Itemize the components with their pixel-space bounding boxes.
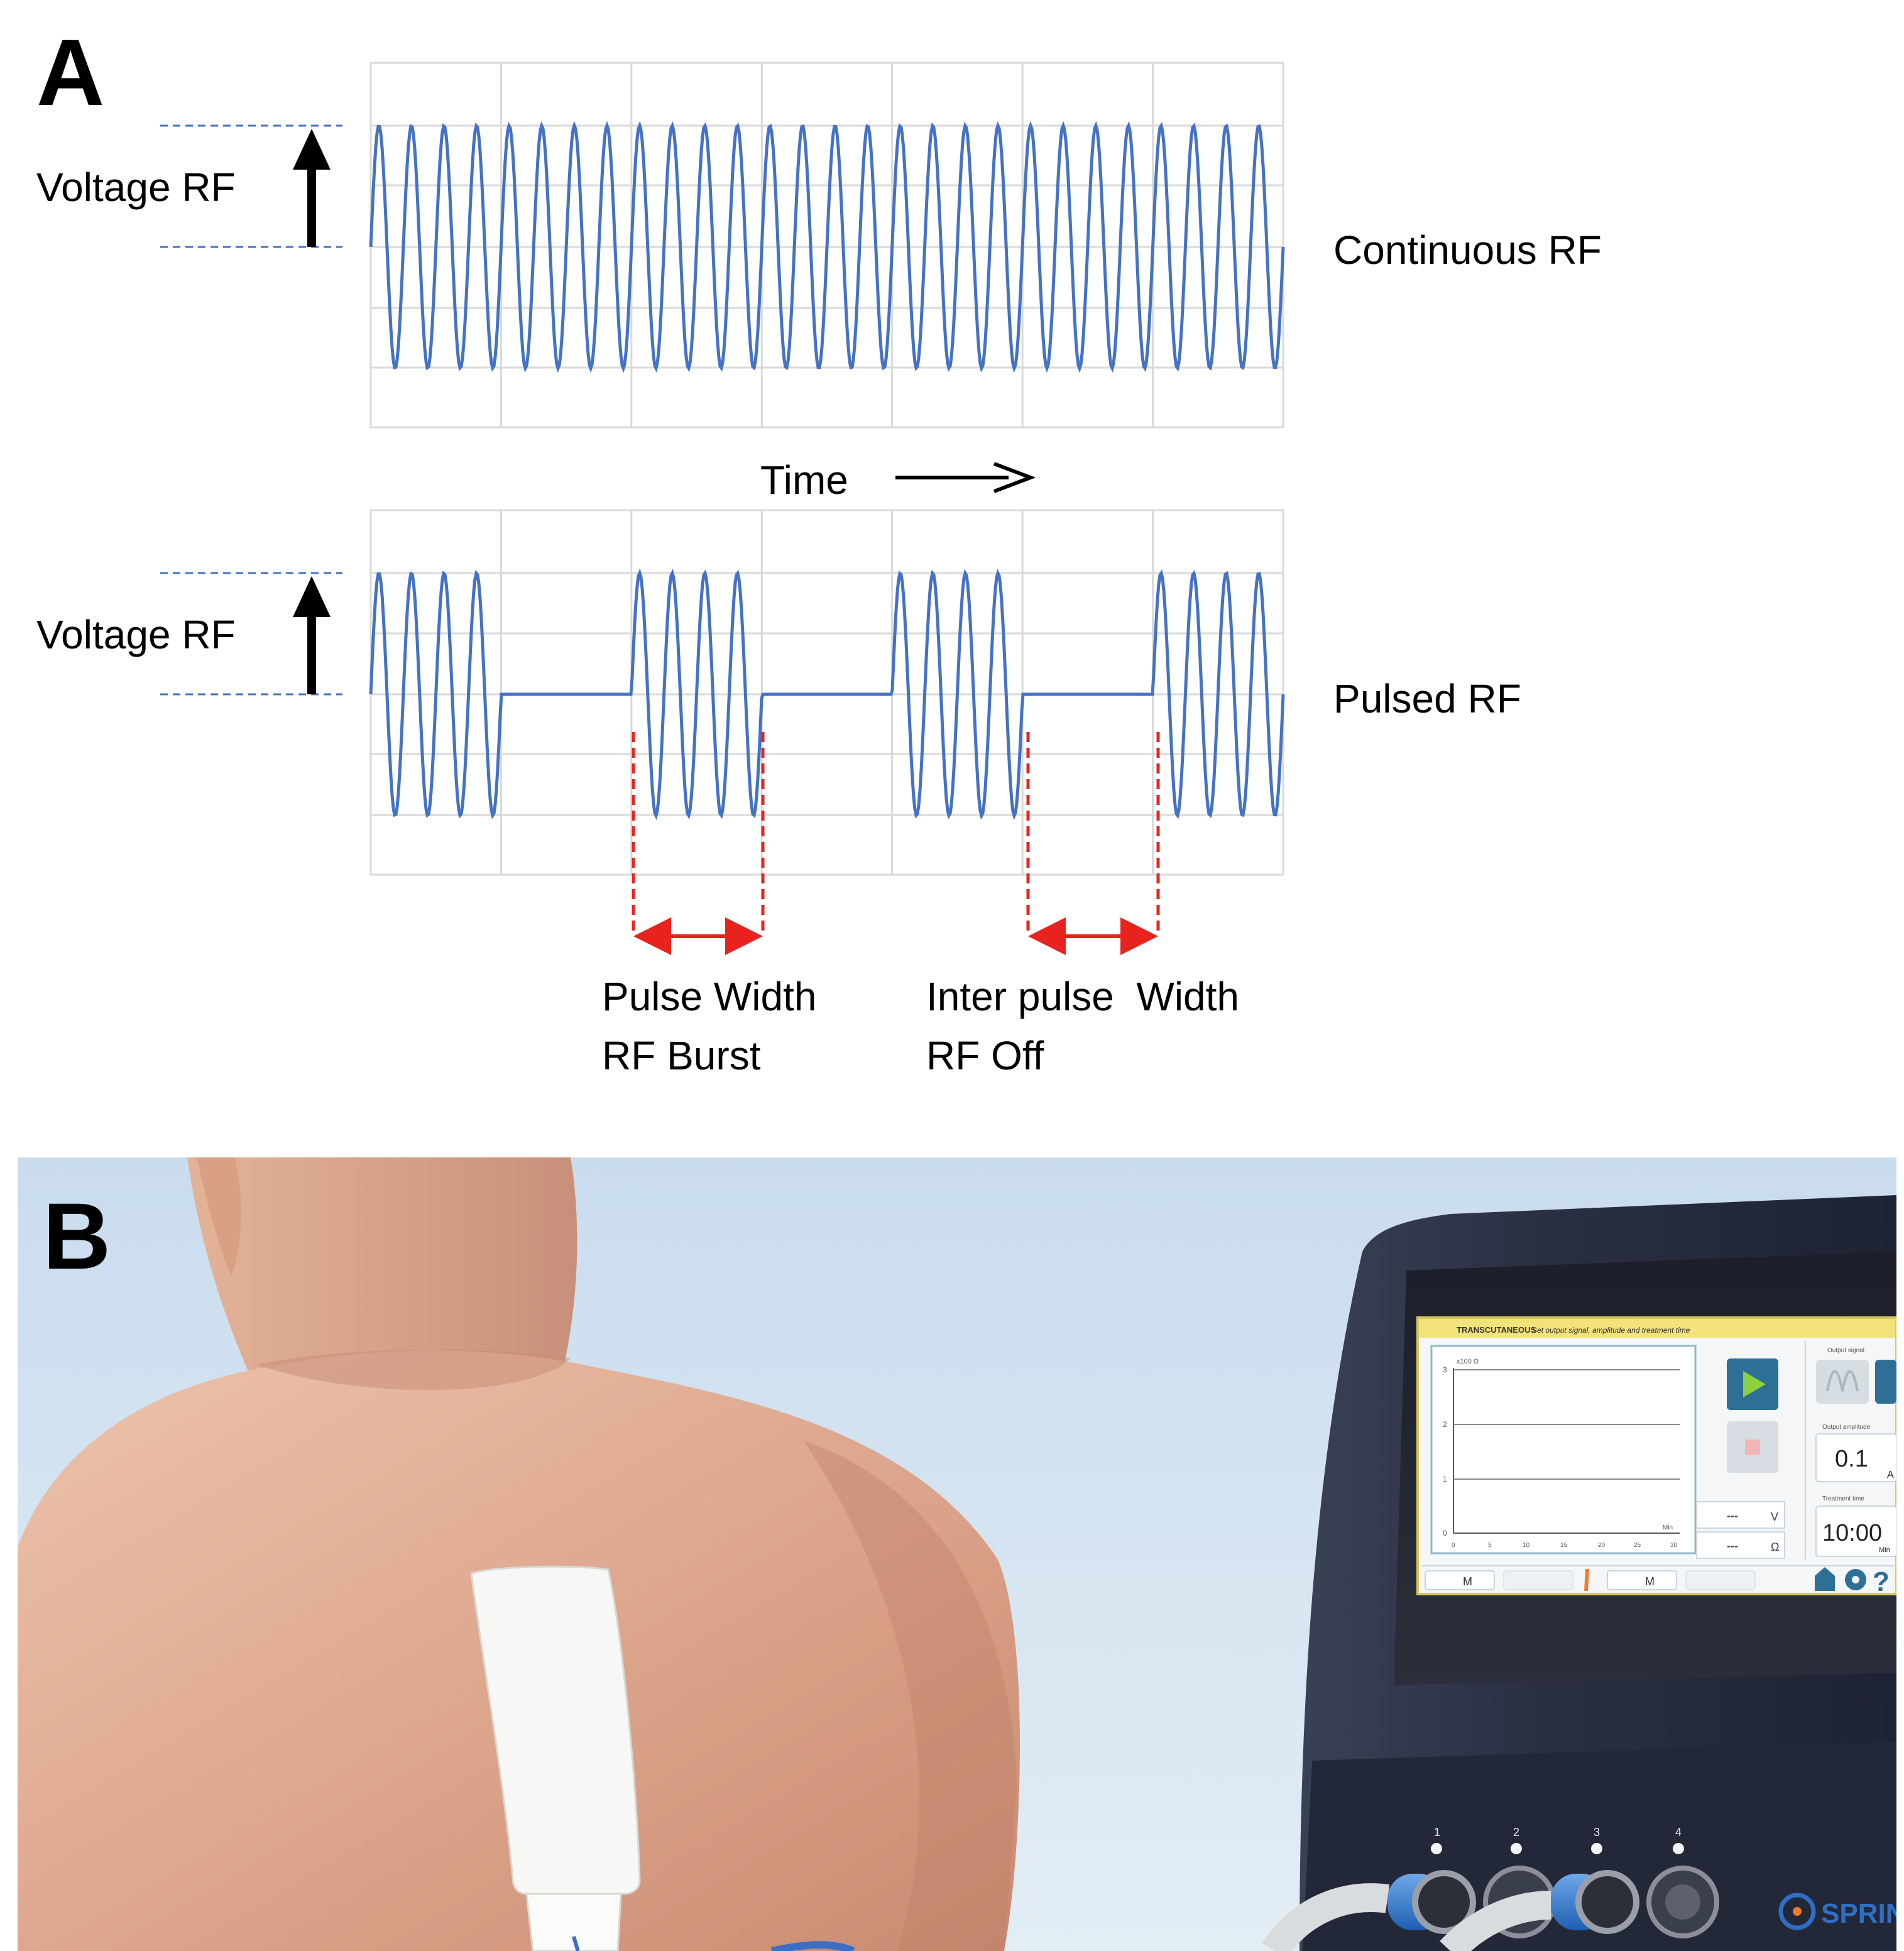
grid-frame xyxy=(369,509,1284,876)
treatment-time-unit: Min xyxy=(1879,1546,1890,1554)
x-tick-0: 0 xyxy=(1452,1542,1455,1549)
port-1-indicator xyxy=(1431,1843,1442,1854)
pulsed-rf-grid xyxy=(369,509,1284,876)
impedance-value: --- xyxy=(1727,1539,1738,1552)
channel-3-button[interactable] xyxy=(1607,1570,1677,1590)
screen-border xyxy=(1416,1316,1896,1595)
port-2-number: 2 xyxy=(1513,1826,1519,1839)
plug-1-ring xyxy=(1412,1870,1476,1934)
rf-waveform-diagram xyxy=(160,62,1285,955)
settings-icon-hole xyxy=(1852,1576,1859,1583)
voltage-top-arrow-head xyxy=(293,129,331,170)
y-tick-2: 2 xyxy=(1443,1420,1447,1429)
channel-3-label: M xyxy=(1645,1575,1655,1588)
rf-off-label: RF Off xyxy=(926,1033,1044,1078)
x-tick-10: 10 xyxy=(1523,1542,1530,1549)
screen-header-subtitle: Set output signal, amplitude and treatme… xyxy=(1532,1326,1690,1335)
port-4-socket-inner xyxy=(1665,1884,1700,1920)
channel-2-button[interactable] xyxy=(1503,1570,1573,1590)
amplitude-unit: A xyxy=(1887,1470,1894,1480)
port-3-number: 3 xyxy=(1594,1826,1600,1839)
brand-name: SPRIN xyxy=(1821,1898,1896,1929)
rf-burst-label: RF Burst xyxy=(602,1033,761,1078)
chart-scale-label: x100 Ω xyxy=(1457,1358,1479,1365)
x-tick-25: 25 xyxy=(1634,1542,1641,1549)
inter-pulse-width-label: Inter pulse Width xyxy=(926,974,1239,1019)
output-amplitude-label: Output amplitude xyxy=(1822,1424,1871,1431)
treatment-scene: TRANSCUTANEOUS Set output signal, amplit… xyxy=(18,1157,1896,1951)
y-tick-1: 1 xyxy=(1443,1475,1447,1484)
home-icon[interactable] xyxy=(1815,1567,1835,1591)
signal-option-1[interactable] xyxy=(1816,1360,1869,1404)
output-signal-label: Output signal xyxy=(1827,1347,1864,1354)
continuous-voltage-label: Voltage RF xyxy=(36,165,236,210)
x-tick-30: 30 xyxy=(1670,1542,1678,1549)
stop-icon xyxy=(1745,1440,1760,1455)
panel-a-letter: A xyxy=(36,19,105,125)
brand-logo-dot xyxy=(1793,1907,1802,1916)
treatment-time-box[interactable] xyxy=(1815,1506,1896,1557)
lower-cable xyxy=(770,1941,855,1951)
neck-shadow xyxy=(256,1350,571,1391)
electrode-cable xyxy=(572,1936,580,1951)
x-unit: Min xyxy=(1663,1524,1673,1531)
panel-b-letter: B xyxy=(43,1183,111,1289)
x-tick-15: 15 xyxy=(1560,1542,1568,1549)
pulsed-rf-wave xyxy=(369,568,1285,821)
impedance-unit: Ω xyxy=(1771,1541,1779,1553)
channel-4-button[interactable] xyxy=(1685,1570,1756,1590)
x-tick-20: 20 xyxy=(1598,1542,1606,1549)
port-3-indicator xyxy=(1591,1843,1602,1854)
voltage-value: --- xyxy=(1727,1509,1738,1522)
port-2-indicator xyxy=(1511,1843,1522,1854)
shoulder-shadow xyxy=(803,1440,1017,1951)
treatment-illustration: TRANSCUTANEOUS Set output signal, amplit… xyxy=(18,1157,1896,1951)
cable-1 xyxy=(1262,1883,1390,1951)
voltage-readout-box xyxy=(1696,1501,1785,1529)
device-screen: TRANSCUTANEOUS Set output signal, amplit… xyxy=(1416,1316,1896,1597)
device-ports: 1 2 3 4 SPRIN xyxy=(1262,1826,1896,1951)
continuous-rf-label: Continuous RF xyxy=(1333,227,1602,273)
amplitude-value: 0.1 xyxy=(1835,1446,1868,1472)
channel-1-label: M xyxy=(1463,1575,1472,1588)
plug-3-ring xyxy=(1575,1870,1639,1934)
y-tick-0: 0 xyxy=(1443,1529,1447,1538)
port-4-indicator xyxy=(1673,1843,1684,1854)
channel-1-button[interactable] xyxy=(1425,1570,1495,1590)
play-icon xyxy=(1743,1371,1766,1397)
brand-logo-icon xyxy=(1778,1893,1816,1930)
ear xyxy=(197,1157,241,1277)
electrode-connector xyxy=(525,1893,622,1951)
y-tick-3: 3 xyxy=(1443,1365,1447,1374)
signal-option-2[interactable] xyxy=(1875,1360,1896,1404)
screen-header-title: TRANSCUTANEOUS xyxy=(1457,1325,1536,1335)
electrode-pad xyxy=(470,1565,641,1895)
impedance-chart-frame xyxy=(1430,1345,1697,1555)
voltage-bottom-arrow-head xyxy=(293,576,331,617)
person-head xyxy=(187,1157,577,1390)
treatment-time-value: 10:00 xyxy=(1822,1520,1882,1546)
pulsed-rf-label: Pulsed RF xyxy=(1333,676,1521,721)
voltage-unit: V xyxy=(1771,1511,1778,1523)
help-icon[interactable]: ? xyxy=(1873,1566,1890,1597)
port-1-number: 1 xyxy=(1434,1826,1440,1839)
pulse-width-label: Pulse Width xyxy=(602,974,817,1019)
time-label: Time xyxy=(760,457,848,503)
screen-header xyxy=(1418,1318,1896,1338)
pulsed-voltage-label: Voltage RF xyxy=(36,612,236,657)
treatment-time-label: Treatment time xyxy=(1822,1495,1864,1502)
continuous-rf-wave xyxy=(369,121,1285,373)
active-channel-marker xyxy=(1584,1568,1589,1592)
signal-option-1-icon xyxy=(1826,1370,1859,1392)
cable-3 xyxy=(1440,1891,1551,1951)
port-4-number: 4 xyxy=(1675,1826,1682,1839)
time-arrow-head xyxy=(993,462,1036,493)
x-tick-5: 5 xyxy=(1488,1542,1492,1549)
impedance-readout-box xyxy=(1696,1531,1785,1559)
amplitude-box[interactable] xyxy=(1815,1433,1896,1482)
